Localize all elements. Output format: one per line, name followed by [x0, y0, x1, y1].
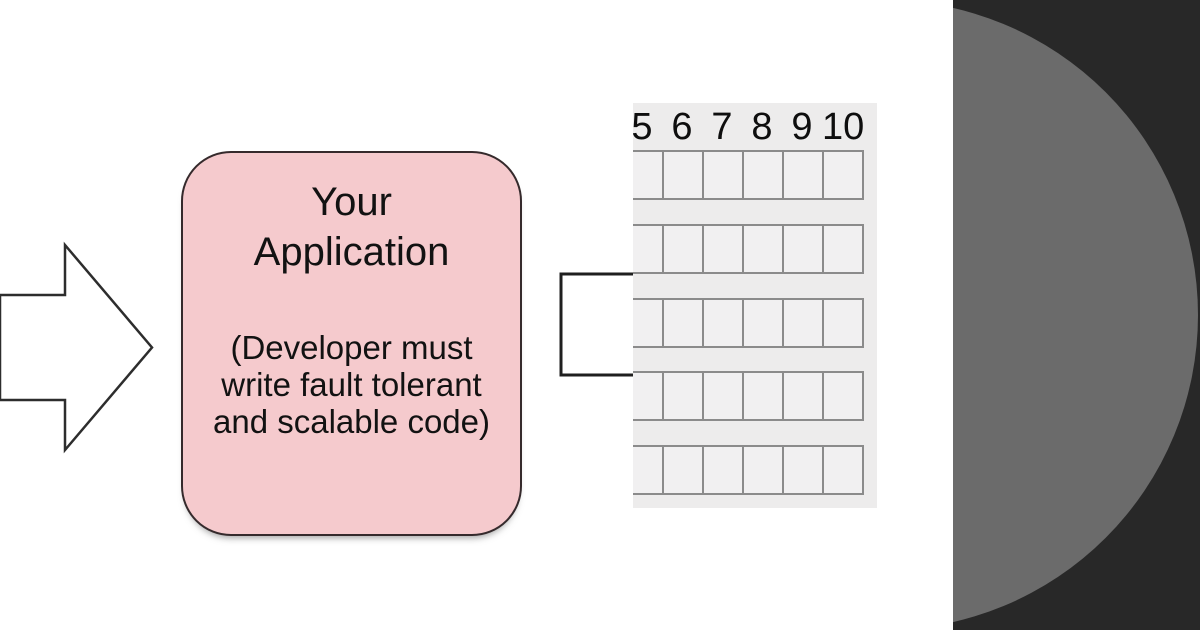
grid-cell [662, 445, 702, 495]
grid-cell [782, 298, 822, 348]
column-label: 5 [633, 106, 653, 148]
connector-bracket-icon [559, 272, 635, 377]
grid-cell [633, 445, 662, 495]
grid-cell [633, 371, 662, 421]
grid-cell [742, 224, 782, 274]
grid-cell [662, 298, 702, 348]
grid-cell [702, 445, 742, 495]
grid-cell [742, 150, 782, 200]
application-note-line: write fault tolerant [221, 366, 482, 403]
grid-row [633, 371, 864, 421]
column-label: 9 [791, 106, 813, 148]
grid-row [633, 150, 864, 200]
grid-cell [742, 298, 782, 348]
grid-cell [822, 224, 864, 274]
grid-cell [782, 371, 822, 421]
application-title-line: Application [253, 230, 450, 274]
application-note-line: (Developer must [230, 329, 473, 366]
decorative-circle [953, 0, 1198, 630]
grid-row [633, 445, 864, 495]
grid-cell [702, 371, 742, 421]
column-label: 8 [751, 106, 773, 148]
grid-cell [822, 445, 864, 495]
grid-cell [742, 371, 782, 421]
application-box-title: Your Application [183, 177, 520, 277]
application-note-line: and scalable code) [212, 403, 491, 440]
flow-arrow-icon [0, 241, 154, 454]
grid-column-header: 5 6 7 8 9 10 [633, 107, 864, 147]
grid-cell [662, 371, 702, 421]
column-label: 6 [671, 106, 693, 148]
grid-cell [822, 371, 864, 421]
grid-cell [822, 150, 864, 200]
application-title-line: Your [311, 180, 392, 224]
grid-cell [633, 298, 662, 348]
grid-cell [633, 150, 662, 200]
grid-row [633, 224, 864, 274]
partition-grid-panel: 5 6 7 8 9 10 [633, 103, 877, 508]
grid-cell [782, 224, 822, 274]
column-label: 10 [822, 106, 865, 148]
grid-cell [782, 150, 822, 200]
column-label: 7 [711, 106, 733, 148]
dark-side-panel [953, 0, 1200, 630]
grid-cell [633, 224, 662, 274]
grid-cell [822, 298, 864, 348]
grid-cell [662, 224, 702, 274]
grid-cell [742, 445, 782, 495]
grid-row [633, 298, 864, 348]
grid-cell [662, 150, 702, 200]
application-box: Your Application (Developer must write f… [181, 151, 522, 536]
grid-cell [702, 150, 742, 200]
grid-cell [702, 298, 742, 348]
application-box-note: (Developer must write fault tolerant and… [183, 329, 520, 440]
grid-cell [702, 224, 742, 274]
grid-cell [782, 445, 822, 495]
